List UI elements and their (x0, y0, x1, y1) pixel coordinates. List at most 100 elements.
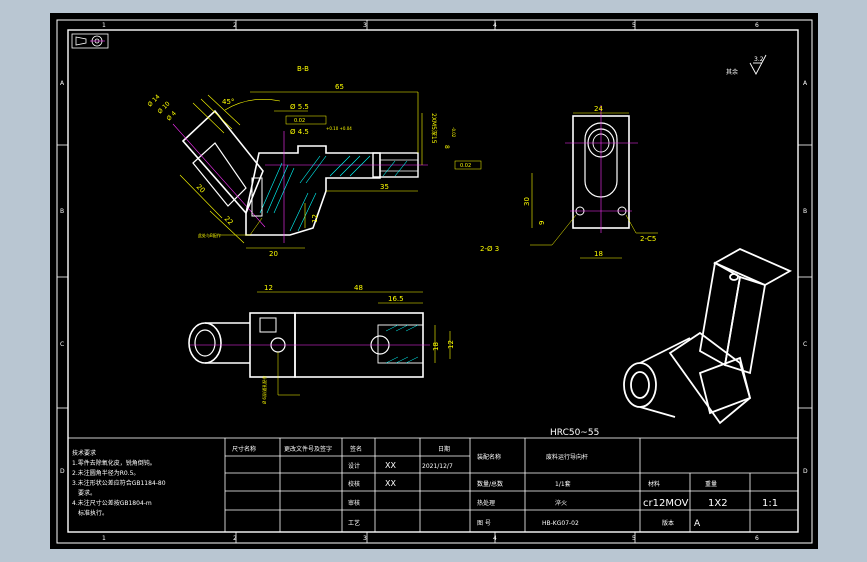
note-line-2: 2.未注圆角半径为R0.5。 (72, 469, 139, 477)
dim-12c: 12 (447, 340, 455, 349)
hdr-size-name: 尺寸名称 (232, 445, 256, 453)
zone-top-2: 2 (233, 22, 237, 29)
zone-top-3: 3 (363, 22, 367, 29)
zone-left-b: B (60, 208, 64, 215)
zone-top-5: 5 (632, 22, 636, 29)
note-line-3: 3.未注形状公差应符合GB1184-80 (72, 479, 166, 487)
view-symbol-icon (71, 33, 109, 49)
weight-value: 1X2 (708, 498, 728, 509)
zone-markers (57, 20, 812, 543)
dim-12: 12 (311, 214, 319, 223)
material-label: 材料 (648, 480, 660, 488)
note-line-6: 标准执行。 (78, 509, 108, 517)
dim-165: 16.5 (388, 295, 404, 303)
dim-20a: 20 (195, 183, 207, 195)
qty-value: 1/1套 (555, 480, 571, 488)
svg-text:3.2: 3.2 (754, 56, 764, 63)
note-b: Ø 6深/通孔配作 (261, 376, 267, 404)
version-value: A (694, 519, 701, 529)
heat-value: 淬火 (555, 499, 567, 507)
svg-text:其余: 其余 (726, 68, 738, 76)
drawing-no-value: HB-KG07-02 (542, 520, 579, 527)
hardness-note: HRC50~55 (550, 428, 599, 438)
dim-12b: 12 (264, 284, 273, 292)
hdr-change-file: 更改文件号及签字 (284, 445, 332, 453)
gtol-1: 0.02 (294, 118, 305, 124)
note-a: 此处与B配作 (198, 232, 221, 238)
process-label: 工艺 (348, 519, 360, 527)
dim-18: 18 (594, 250, 603, 258)
dim-35: 35 (380, 183, 389, 191)
checker-value: XX (385, 479, 396, 488)
dim-20b: 20 (269, 250, 278, 258)
dim-phi4: Ø 4 (165, 110, 177, 122)
dim-thread: 2XM5深15 (430, 113, 438, 144)
zone-right-b: B (803, 208, 807, 215)
dim-22: 22 (223, 215, 235, 227)
isometric-view (623, 247, 793, 425)
cad-drawing: 1 2 3 4 5 6 1 2 3 4 5 6 A B C D A B C D … (56, 19, 813, 544)
zone-top-6: 6 (755, 22, 759, 29)
designer-value: XX (385, 461, 396, 470)
heat-label: 热处理 (477, 499, 495, 507)
dim-8-tol: -0.02 (451, 127, 456, 138)
note-line-5: 4.未注尺寸公差按GB1804-m (72, 499, 152, 507)
section-label: B-B (297, 65, 309, 73)
checker-label: 校核 (348, 480, 360, 488)
zone-bottom-3: 3 (363, 535, 367, 542)
part-name: 废料运行导向杆 (546, 453, 588, 461)
title-block (67, 437, 799, 533)
scale-value: 1:1 (762, 498, 778, 509)
top-view: 12 48 16.5 18 12 Ø 6深/通孔配作 (188, 284, 455, 404)
zone-bottom-4: 4 (493, 535, 497, 542)
section-view (172, 109, 428, 243)
dim-45deg: 45° (222, 98, 234, 106)
dim-d55: Ø 5.5 (290, 103, 309, 111)
designer-label: 设计 (348, 462, 360, 470)
note-line-1: 1.零件去除氧化皮，锐角倒钝。 (72, 459, 156, 467)
zone-left-a: A (60, 80, 65, 87)
dim-48: 48 (354, 284, 363, 292)
note-line-4: 要求。 (78, 489, 96, 497)
notes-heading: 技术要求 (72, 449, 96, 457)
dim-d45: Ø 4.5 (290, 128, 309, 136)
drawing-no-label: 图 号 (477, 520, 491, 527)
review-label: 审核 (348, 499, 360, 507)
drawing-sheet: 1 2 3 4 5 6 1 2 3 4 5 6 A B C D A B C D … (50, 13, 818, 549)
zone-bottom-2: 2 (233, 535, 237, 542)
zone-top-4: 4 (493, 22, 497, 29)
section-dimensions: 65 45° Ø 5.5 0.02 Ø 4.5 +0.10 +0.04 Ø 14… (146, 83, 482, 258)
weight-label: 重量 (705, 480, 717, 488)
dim-c5: 2-C5 (640, 235, 656, 243)
gtol-2: 0.02 (460, 163, 471, 169)
dim-phi14: Ø 14 (146, 93, 161, 108)
version-label: 版本 (662, 519, 674, 527)
zone-right-a: A (803, 80, 808, 87)
dim-phi3: 2-Ø 3 (480, 245, 499, 253)
zone-bottom-6: 6 (755, 535, 759, 542)
assembly-label: 装配名称 (477, 453, 501, 461)
zone-bottom-1: 1 (102, 535, 106, 542)
zone-right-c: C (803, 341, 807, 348)
qty-label: 数量/总数 (477, 480, 503, 488)
zone-right-d: D (803, 468, 808, 475)
dim-65: 65 (335, 83, 344, 91)
hdr-date: 日期 (438, 445, 450, 453)
zone-left-c: C (60, 341, 64, 348)
dim-9: 9 (538, 221, 546, 225)
zone-left-d: D (60, 468, 65, 475)
zone-top-1: 1 (102, 22, 106, 29)
dim-d45-tol: +0.10 +0.04 (326, 126, 352, 131)
dim-18b: 18 (432, 342, 440, 351)
zone-bottom-5: 5 (632, 535, 636, 542)
side-view: 24 30 9 18 2-C5 2-Ø 3 (480, 105, 658, 259)
material-value: cr12MOV (643, 498, 689, 509)
dim-24: 24 (594, 105, 603, 113)
roughness-symbol-icon: 其余 3.2 (726, 54, 767, 76)
dim-8: 8 (443, 145, 450, 149)
date-value: 2021/12/7 (422, 463, 453, 470)
hdr-sign: 签名 (350, 445, 362, 453)
outer-frame (56, 19, 813, 544)
dim-30: 30 (523, 197, 531, 206)
inner-frame (67, 29, 799, 533)
